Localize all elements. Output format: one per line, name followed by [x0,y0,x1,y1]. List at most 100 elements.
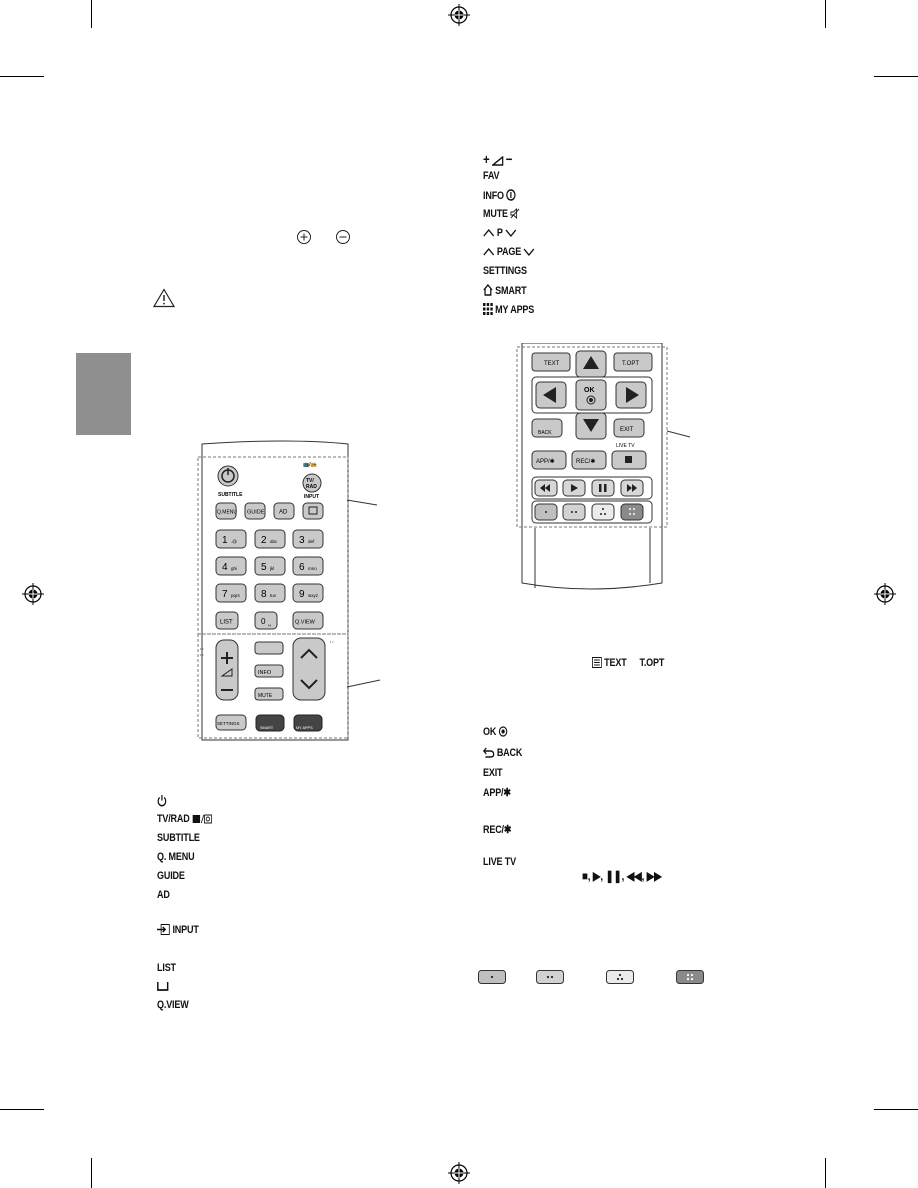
svg-text:• •: • • [200,647,204,651]
list-label: LIST [157,962,176,974]
remote1-mute: MUTE [258,693,273,699]
info-label: INFO [483,189,516,202]
remote2-exit-button: EXIT [620,427,634,433]
rec-label: REC/✱ [483,824,512,836]
digit-key-sublabel: wxyz [308,593,319,598]
crop-mark [0,76,44,77]
digit-key [292,556,324,576]
registration-mark-icon [874,583,896,605]
app-label: APP/✱ [483,787,511,799]
remote2-text-button: TEXT [544,361,560,367]
registration-mark-icon [22,583,44,605]
guide-label: GUIDE [157,870,185,882]
battery-plus-icon [297,230,311,244]
back-label: BACK [482,747,522,759]
remote2-livetv-label: LIVE TV [616,443,635,449]
svg-text:0: 0 [261,617,266,626]
digit-key [215,529,247,549]
digit-key-label: 1 [222,535,228,546]
digit-key-sublabel: jkl [269,566,274,571]
crop-mark [91,0,92,28]
remote1-ad: AD [279,510,288,516]
digit-key [254,556,286,576]
remote1-list: LIST [220,620,233,626]
svg-text:• •: • • [330,640,334,644]
volume-label: + − [483,151,513,167]
digit-key-sublabel: ghi [231,566,237,571]
input-label: INPUT [157,924,199,936]
power-label [157,794,167,808]
digit-key-sublabel: .@ [231,539,237,544]
remote2-topt-button: T.OPT [622,361,639,367]
qview-label: Q.VIEW [157,999,189,1011]
digit-key [254,529,286,549]
crop-mark [0,1109,44,1110]
remote1-qmenu: Q.MENU [217,510,237,516]
remote1-qview: Q.VIEW [295,620,316,626]
blue-button-icon [676,970,704,984]
digit-key [215,583,247,603]
tvrad-label: TV/RAD [157,813,212,825]
registration-mark-icon [448,1162,470,1184]
settings-label: SETTINGS [483,265,527,277]
green-button-icon [536,970,564,984]
mute-label: MUTE [483,208,520,220]
language-tab [76,353,131,435]
crop-mark [874,1109,918,1110]
digit-key-label: 5 [261,562,267,573]
digit-key [292,583,324,603]
digit-key-sublabel: pqrs [231,593,241,598]
qmenu-label: Q. MENU [157,851,195,863]
remote1-info: INFO [258,670,272,676]
remote1-input-label: INPUT [304,494,319,500]
remote1-guide: GUIDE [247,510,265,516]
digit-key [254,583,286,603]
exit-label: EXIT [483,767,503,779]
ad-label: AD [157,889,170,901]
crop-mark [91,1158,92,1188]
digit-key-label: 2 [261,535,267,546]
fav-label: FAV [483,170,500,182]
programme-label: P [483,227,516,239]
svg-text:• •: • • [200,653,204,657]
svg-text:␣: ␣ [268,621,271,627]
digit-key-sublabel: abc [270,539,278,544]
crop-mark [825,1158,826,1188]
remote1-subtitle-label: SUBTITLE [218,492,243,498]
yellow-button-icon [606,970,634,984]
digit-key-label: 8 [261,589,267,600]
remote2-rec-button: REC/✱ [576,458,595,465]
myapps-label: MY APPS [483,303,534,316]
digit-key-label: 6 [299,562,305,573]
subtitle-label: SUBTITLE [157,832,200,844]
remote2-back-button: BACK [538,430,552,436]
battery-minus-icon [336,230,350,244]
red-button-icon [478,970,506,984]
caution-icon [153,288,175,308]
remote1-settings: SETTINGS [217,721,240,726]
smart-label: SMART [483,283,527,297]
remote1-myapps: MY APPS [296,726,313,730]
page-label: PAGE [483,246,535,258]
remote2-ok-button: OK [584,387,595,394]
digit-key-label: 4 [222,562,228,573]
digit-key-sublabel: tuv [270,593,277,598]
remote1-smart: SMART [260,726,274,730]
digit-key-label: 7 [222,589,228,600]
digit-key-label: 9 [299,589,305,600]
digit-key [292,529,324,549]
crop-mark [825,0,826,28]
playback-keys-label: ■, ▶, ❚❚, ◀◀, ▶▶ [582,869,662,883]
ok-label: OK [483,726,508,738]
crop-mark [874,76,918,77]
remote-control-2: TEXT T.OPT OK BACK EXIT LIVE TV APP/✱ RE… [516,343,691,590]
digit-key [215,556,247,576]
registration-mark-icon [448,4,470,26]
space-label [157,980,169,992]
remote1-top-tag: 📺/📻 [303,461,317,468]
digit-key-label: 3 [299,535,305,546]
digit-key-sublabel: def [308,539,315,544]
remote2-app-button: APP/✱ [536,458,555,465]
livetv-label: LIVE TV [483,856,516,868]
